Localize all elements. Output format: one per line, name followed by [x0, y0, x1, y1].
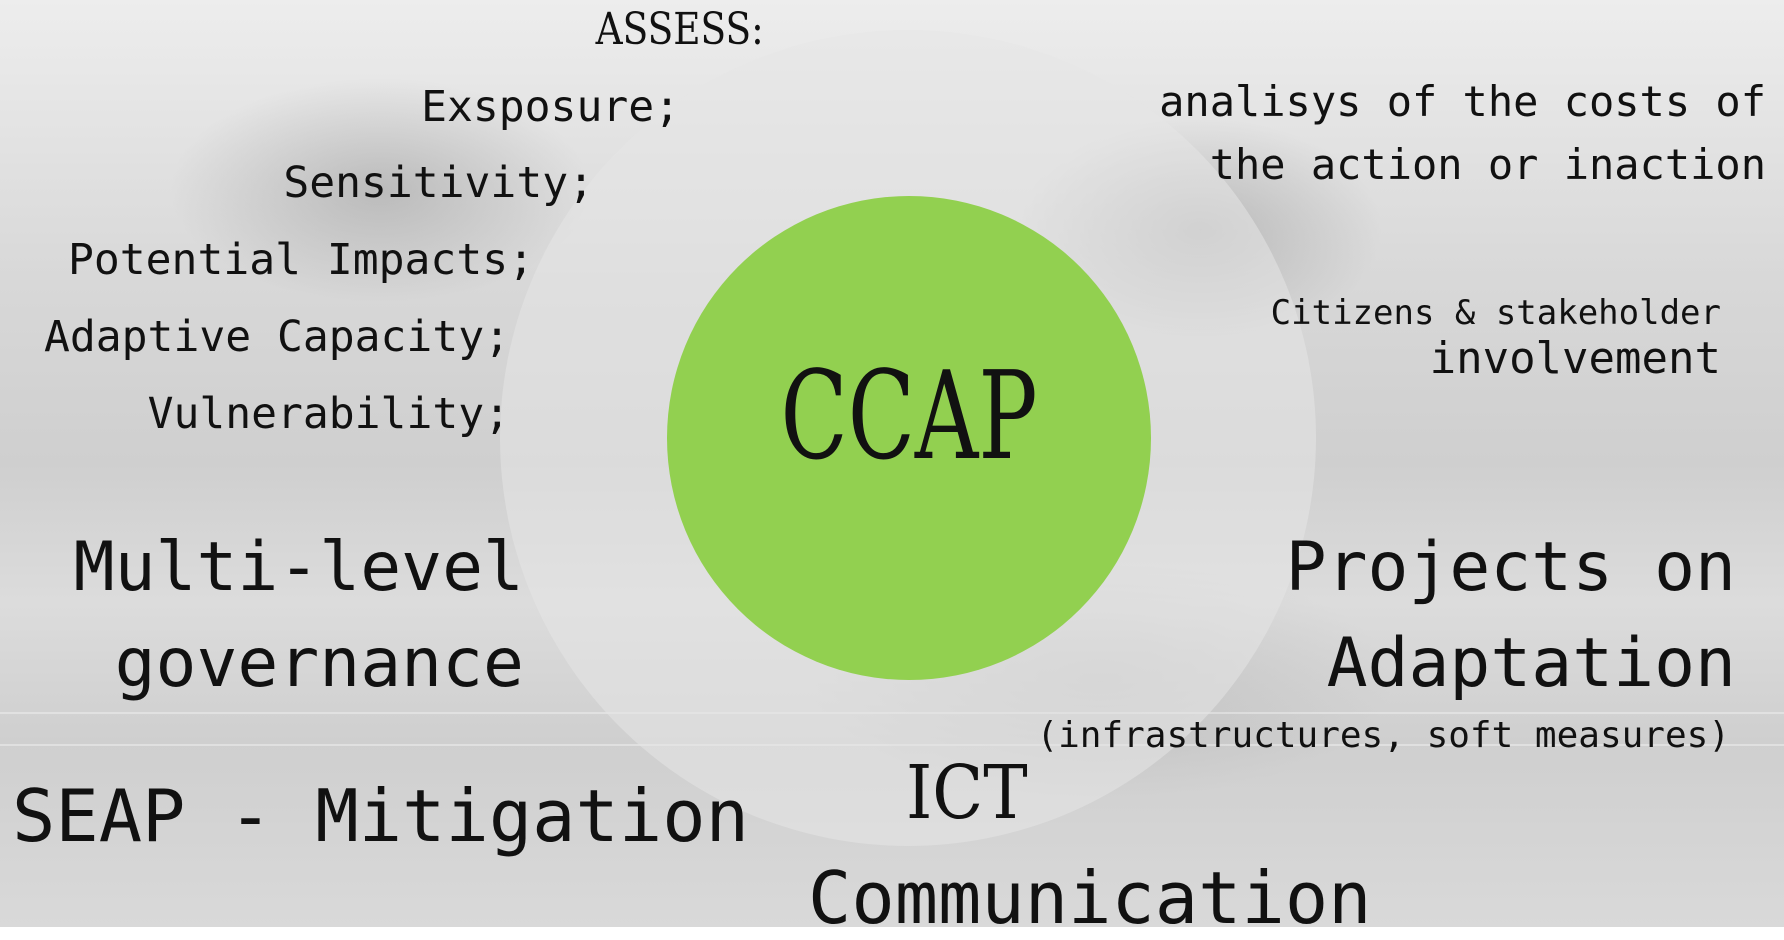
- core-label: CCAP: [780, 345, 1038, 487]
- citizens-line: involvement: [1429, 333, 1721, 384]
- costs-line: analisys of the costs of: [1159, 77, 1766, 126]
- projects-line: Projects on: [1285, 528, 1736, 607]
- communication-label: Communication: [808, 856, 1372, 940]
- assess-item: Exsposure;: [421, 82, 680, 132]
- assess-item: Vulnerability;: [147, 389, 510, 439]
- projects-note: (infrastructures, soft measures): [1036, 715, 1730, 756]
- ict-label: ICT: [906, 750, 1028, 836]
- assess-heading: ASSESS:: [595, 4, 764, 55]
- seap-label: SEAP - Mitigation: [12, 774, 749, 858]
- assess-item: Sensitivity;: [283, 158, 594, 208]
- projects-line: Adaptation: [1326, 624, 1736, 703]
- governance-line: Multi-level: [73, 528, 524, 607]
- assess-item: Potential Impacts;: [68, 235, 534, 285]
- governance-label: Multi-level governance: [74, 520, 524, 712]
- projects-label: Projects on Adaptation: [1286, 520, 1736, 712]
- costs-label: analisys of the costs of the action or in…: [1159, 70, 1766, 196]
- assess-item: Adaptive Capacity;: [44, 312, 510, 362]
- costs-line: the action or inaction: [1209, 140, 1766, 189]
- citizens-line: Citizens & stakeholder: [1270, 293, 1721, 333]
- core-circle: [667, 196, 1151, 680]
- governance-line: governance: [114, 624, 524, 703]
